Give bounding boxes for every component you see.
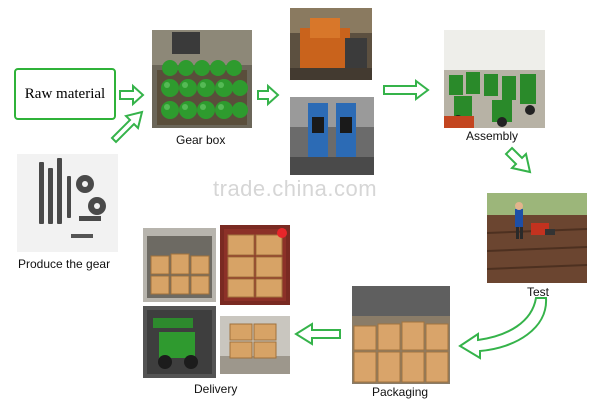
arrow-packaging-to-delivery xyxy=(296,324,340,344)
arrow-gearbox-to-machining xyxy=(258,86,278,104)
arrow-machining-to-assembly xyxy=(384,81,428,99)
arrow-test-to-packaging xyxy=(460,298,546,358)
arrow-gear-to-gearbox xyxy=(112,112,142,142)
arrow-raw-to-gearbox xyxy=(120,86,143,104)
arrow-assembly-to-test xyxy=(506,148,530,172)
